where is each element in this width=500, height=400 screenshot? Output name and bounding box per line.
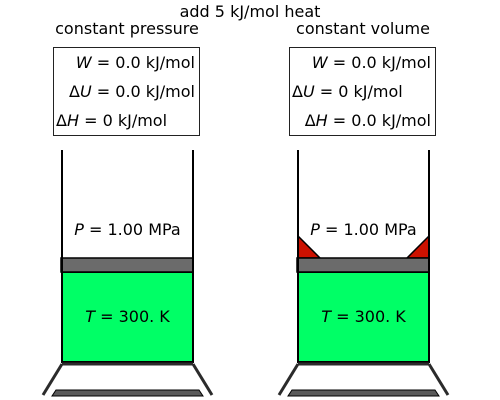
gas-region-left	[61, 271, 194, 363]
info-box-constant-pressure: W = 0.0 kJ/mol ΔU = 0.0 kJ/mol ΔH = 0 kJ…	[53, 47, 200, 136]
piston-right	[296, 257, 430, 273]
piston-left	[60, 257, 194, 273]
pressure-label-left: P = 1.00 MPa	[74, 220, 181, 239]
piston-stop-left	[297, 234, 322, 259]
enthalpy-line: ΔH = 0.0 kJ/mol	[304, 111, 431, 130]
work-line: W = 0.0 kJ/mol	[311, 53, 431, 72]
burner-plate-right	[287, 389, 440, 397]
pressure-label-right: P = 1.00 MPa	[310, 220, 417, 239]
stand-leg-right-a	[277, 363, 300, 396]
stand-leg-left-b	[191, 363, 214, 396]
internal-energy-line: ΔU = 0.0 kJ/mol	[69, 82, 195, 101]
cylinder-constant-pressure	[41, 150, 214, 397]
panel-title-constant-volume: constant volume	[296, 19, 430, 38]
internal-energy-line: ΔU = 0 kJ/mol	[292, 82, 403, 101]
info-box-constant-volume: W = 0.0 kJ/mol ΔU = 0 kJ/mol ΔH = 0.0 kJ…	[289, 47, 436, 136]
figure-title: add 5 kJ/mol heat	[179, 2, 321, 21]
temperature-label-left: T = 300. K	[85, 307, 170, 326]
burner-plate-left	[51, 389, 204, 397]
enthalpy-line: ΔH = 0 kJ/mol	[56, 111, 168, 130]
work-line: W = 0.0 kJ/mol	[75, 53, 195, 72]
panel-title-constant-pressure: constant pressure	[55, 19, 199, 38]
stand-leg-left-a	[41, 363, 64, 396]
cylinder-constant-volume	[277, 150, 450, 397]
temperature-label-right: T = 300. K	[321, 307, 406, 326]
piston-stop-right	[405, 234, 430, 259]
stand-leg-right-b	[427, 363, 450, 396]
